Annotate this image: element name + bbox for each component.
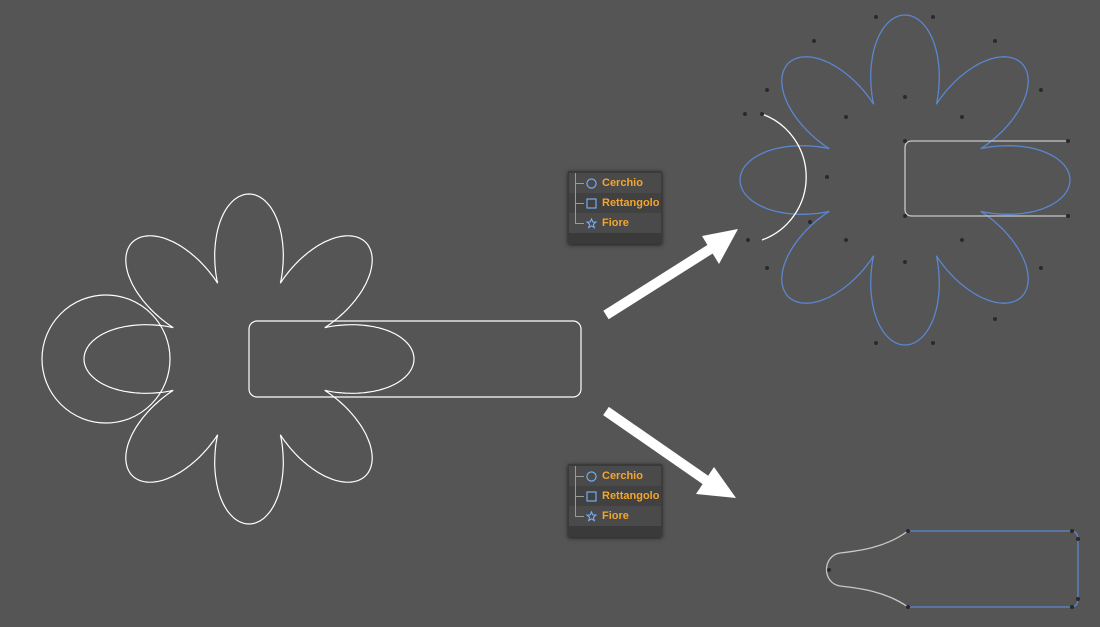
object-row-fiore[interactable]: Fiore bbox=[569, 213, 661, 233]
object-row-fiore[interactable]: Fiore bbox=[569, 506, 661, 526]
source-rectangle bbox=[248, 320, 582, 398]
object-row-cerchio[interactable]: Cerchio bbox=[569, 466, 661, 486]
flower-icon bbox=[586, 511, 597, 522]
object-panel-top: Cerchio Rettangolo Fiore bbox=[568, 171, 662, 244]
result-bottom-vertices bbox=[827, 529, 1080, 609]
circle-icon bbox=[586, 178, 597, 189]
source-flower bbox=[83, 193, 415, 525]
arrow-down-right bbox=[603, 406, 736, 498]
object-label: Cerchio bbox=[602, 177, 643, 189]
object-panel-bottom: Cerchio Rettangolo Fiore bbox=[568, 464, 662, 537]
result-petal-spline bbox=[825, 530, 909, 608]
square-icon bbox=[586, 198, 597, 209]
object-label: Rettangolo bbox=[602, 490, 660, 502]
object-row-rettangolo[interactable]: Rettangolo bbox=[569, 193, 661, 213]
result-vertices bbox=[743, 15, 1070, 345]
object-label: Rettangolo bbox=[602, 197, 660, 209]
source-circle bbox=[41, 294, 171, 424]
object-label: Fiore bbox=[602, 510, 629, 522]
arrows bbox=[603, 229, 738, 498]
circle-icon bbox=[586, 471, 597, 482]
square-icon bbox=[586, 491, 597, 502]
object-label: Cerchio bbox=[602, 470, 643, 482]
result-rect-spline bbox=[908, 530, 1079, 608]
object-label: Fiore bbox=[602, 217, 629, 229]
object-row-rettangolo[interactable]: Rettangolo bbox=[569, 486, 661, 506]
result-bottom bbox=[825, 529, 1080, 609]
arrow-up-right bbox=[603, 229, 738, 320]
source-shapes bbox=[41, 193, 582, 525]
object-list: Cerchio Rettangolo Fiore bbox=[569, 466, 661, 526]
object-list: Cerchio Rettangolo Fiore bbox=[569, 173, 661, 233]
object-row-cerchio[interactable]: Cerchio bbox=[569, 173, 661, 193]
result-circle-arc bbox=[761, 113, 807, 241]
result-rectangle-slot bbox=[904, 140, 1068, 217]
result-top bbox=[739, 14, 1071, 346]
result-flower-spline bbox=[739, 14, 1071, 346]
flower-icon bbox=[586, 218, 597, 229]
